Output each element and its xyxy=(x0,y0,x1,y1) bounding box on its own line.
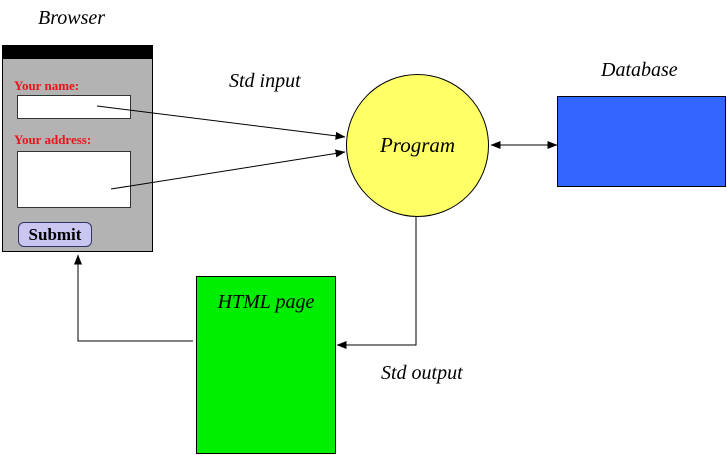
database-caption: Database xyxy=(601,59,678,81)
address-input[interactable] xyxy=(17,151,131,208)
database-node xyxy=(557,96,726,187)
html-to-browser-arrow xyxy=(74,254,193,342)
program-to-html-arrow xyxy=(336,217,417,349)
program-node: Program xyxy=(346,74,489,217)
html-page-node: HTML page xyxy=(196,276,336,454)
browser-titlebar xyxy=(3,46,152,59)
program-label: Program xyxy=(379,133,456,157)
html-page-label: HTML page xyxy=(217,291,315,313)
name-input[interactable] xyxy=(17,95,131,119)
std-output-label: Std output xyxy=(381,362,463,384)
browser-caption: Browser xyxy=(38,7,106,29)
name-field-label: Your name: xyxy=(14,78,80,93)
submit-button[interactable]: Submit xyxy=(18,222,92,247)
browser-window: Your name: Your address: Submit xyxy=(2,45,153,252)
address-field-label: Your address: xyxy=(14,132,92,147)
std-input-label: Std input xyxy=(229,70,301,92)
